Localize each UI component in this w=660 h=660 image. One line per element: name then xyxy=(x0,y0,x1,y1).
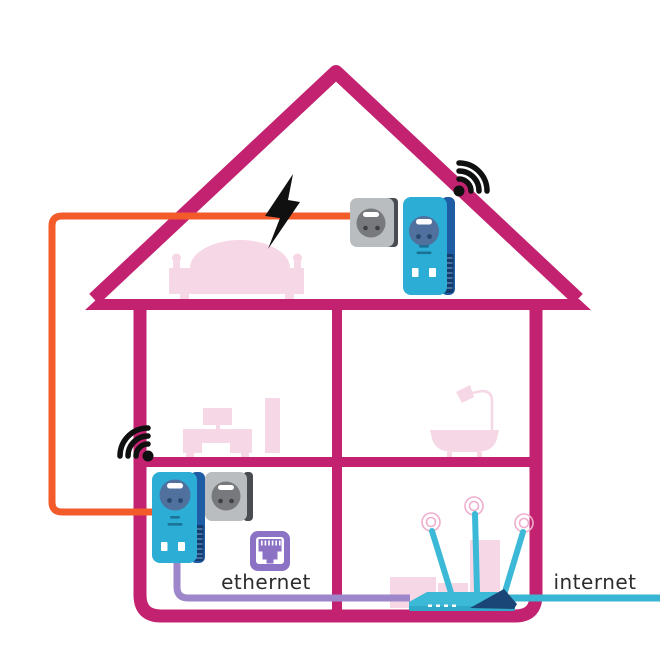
ethernet-jack-mid xyxy=(262,551,278,560)
monitor xyxy=(203,408,232,425)
shelf-column xyxy=(265,398,280,453)
wifi-icon-living xyxy=(117,425,154,462)
adapter-socket-highlight xyxy=(416,219,432,225)
attic-floor xyxy=(85,299,591,310)
bed-finial-right xyxy=(293,253,302,263)
socket-highlight xyxy=(218,485,234,490)
adapter-led-left xyxy=(161,542,168,551)
antenna-middle xyxy=(472,511,480,595)
socket-highlight xyxy=(363,212,379,217)
adapter-vent-2 xyxy=(167,523,183,526)
ethernet-port-icon xyxy=(250,531,290,571)
adapter-vent-1 xyxy=(170,516,180,519)
adapter-socket-hole-left xyxy=(167,498,172,503)
roof xyxy=(89,65,583,305)
adapter-vent-2 xyxy=(416,251,432,255)
powerline-adapter-attic xyxy=(403,197,455,295)
bed-base xyxy=(169,268,304,294)
ethernet-cable xyxy=(173,556,410,602)
wifi-icon-attic xyxy=(453,160,490,197)
adapter-led-left xyxy=(412,268,419,277)
adapter-socket-well xyxy=(159,479,191,511)
desk-foot-left xyxy=(186,453,194,457)
adapter-socket-hole-left xyxy=(416,234,421,239)
desk-foot-right xyxy=(241,453,249,457)
shower-head xyxy=(456,385,474,403)
socket-hole-left xyxy=(218,498,223,504)
wifi-router xyxy=(409,496,534,611)
ethernet-jack-tab xyxy=(266,559,274,564)
wifi-arcs xyxy=(456,160,490,194)
adapter-led-right xyxy=(178,542,185,551)
power-cable xyxy=(48,212,352,516)
bed-foot-right xyxy=(285,294,294,300)
adapter-grille-ribs xyxy=(444,257,453,289)
tub-foot-right xyxy=(477,452,482,459)
monitor-stand xyxy=(216,425,220,430)
antenna-right xyxy=(501,529,526,598)
socket-hole-right xyxy=(375,225,380,231)
house-body xyxy=(133,309,543,623)
bed-post-right xyxy=(294,258,301,270)
wifi-dot xyxy=(453,185,465,197)
house-outline xyxy=(85,65,591,623)
adapter-socket-well xyxy=(409,216,439,246)
internet-label: internet xyxy=(553,570,636,594)
powerline-adapter-living xyxy=(152,472,205,563)
bed-post-left xyxy=(173,258,180,270)
bathtub-with-shower xyxy=(430,385,499,459)
ethernet-jack-pins xyxy=(261,540,281,546)
antenna-left xyxy=(429,528,455,599)
adapter-socket-hole-right xyxy=(178,498,183,503)
socket-hole-right xyxy=(229,498,234,504)
wifi-dot xyxy=(142,450,154,462)
bed-headboard xyxy=(190,240,290,268)
adapter-led-right xyxy=(429,268,436,277)
wall-socket-attic xyxy=(350,198,398,247)
lightning-bolt-icon xyxy=(265,174,300,249)
adapter-vent-1 xyxy=(419,245,429,248)
computer-desk xyxy=(183,398,280,457)
bed-finial-left xyxy=(172,253,181,263)
wall-socket-living xyxy=(205,472,253,521)
adapter-socket-hole-right xyxy=(427,234,432,239)
adapter-grille-ribs xyxy=(194,528,203,559)
tub-foot-left xyxy=(447,452,452,459)
socket-hole-left xyxy=(363,225,368,231)
desk-kneehole xyxy=(202,443,230,453)
router-leds xyxy=(428,604,456,607)
bed xyxy=(169,240,304,300)
bathtub xyxy=(430,430,499,452)
wifi-arcs xyxy=(117,425,151,459)
adapter-socket-highlight xyxy=(167,483,183,489)
shower-pipe xyxy=(471,389,494,430)
router-navy-wedge xyxy=(470,589,517,609)
ethernet-label: ethernet xyxy=(221,570,311,594)
bed-foot-left xyxy=(180,294,189,300)
